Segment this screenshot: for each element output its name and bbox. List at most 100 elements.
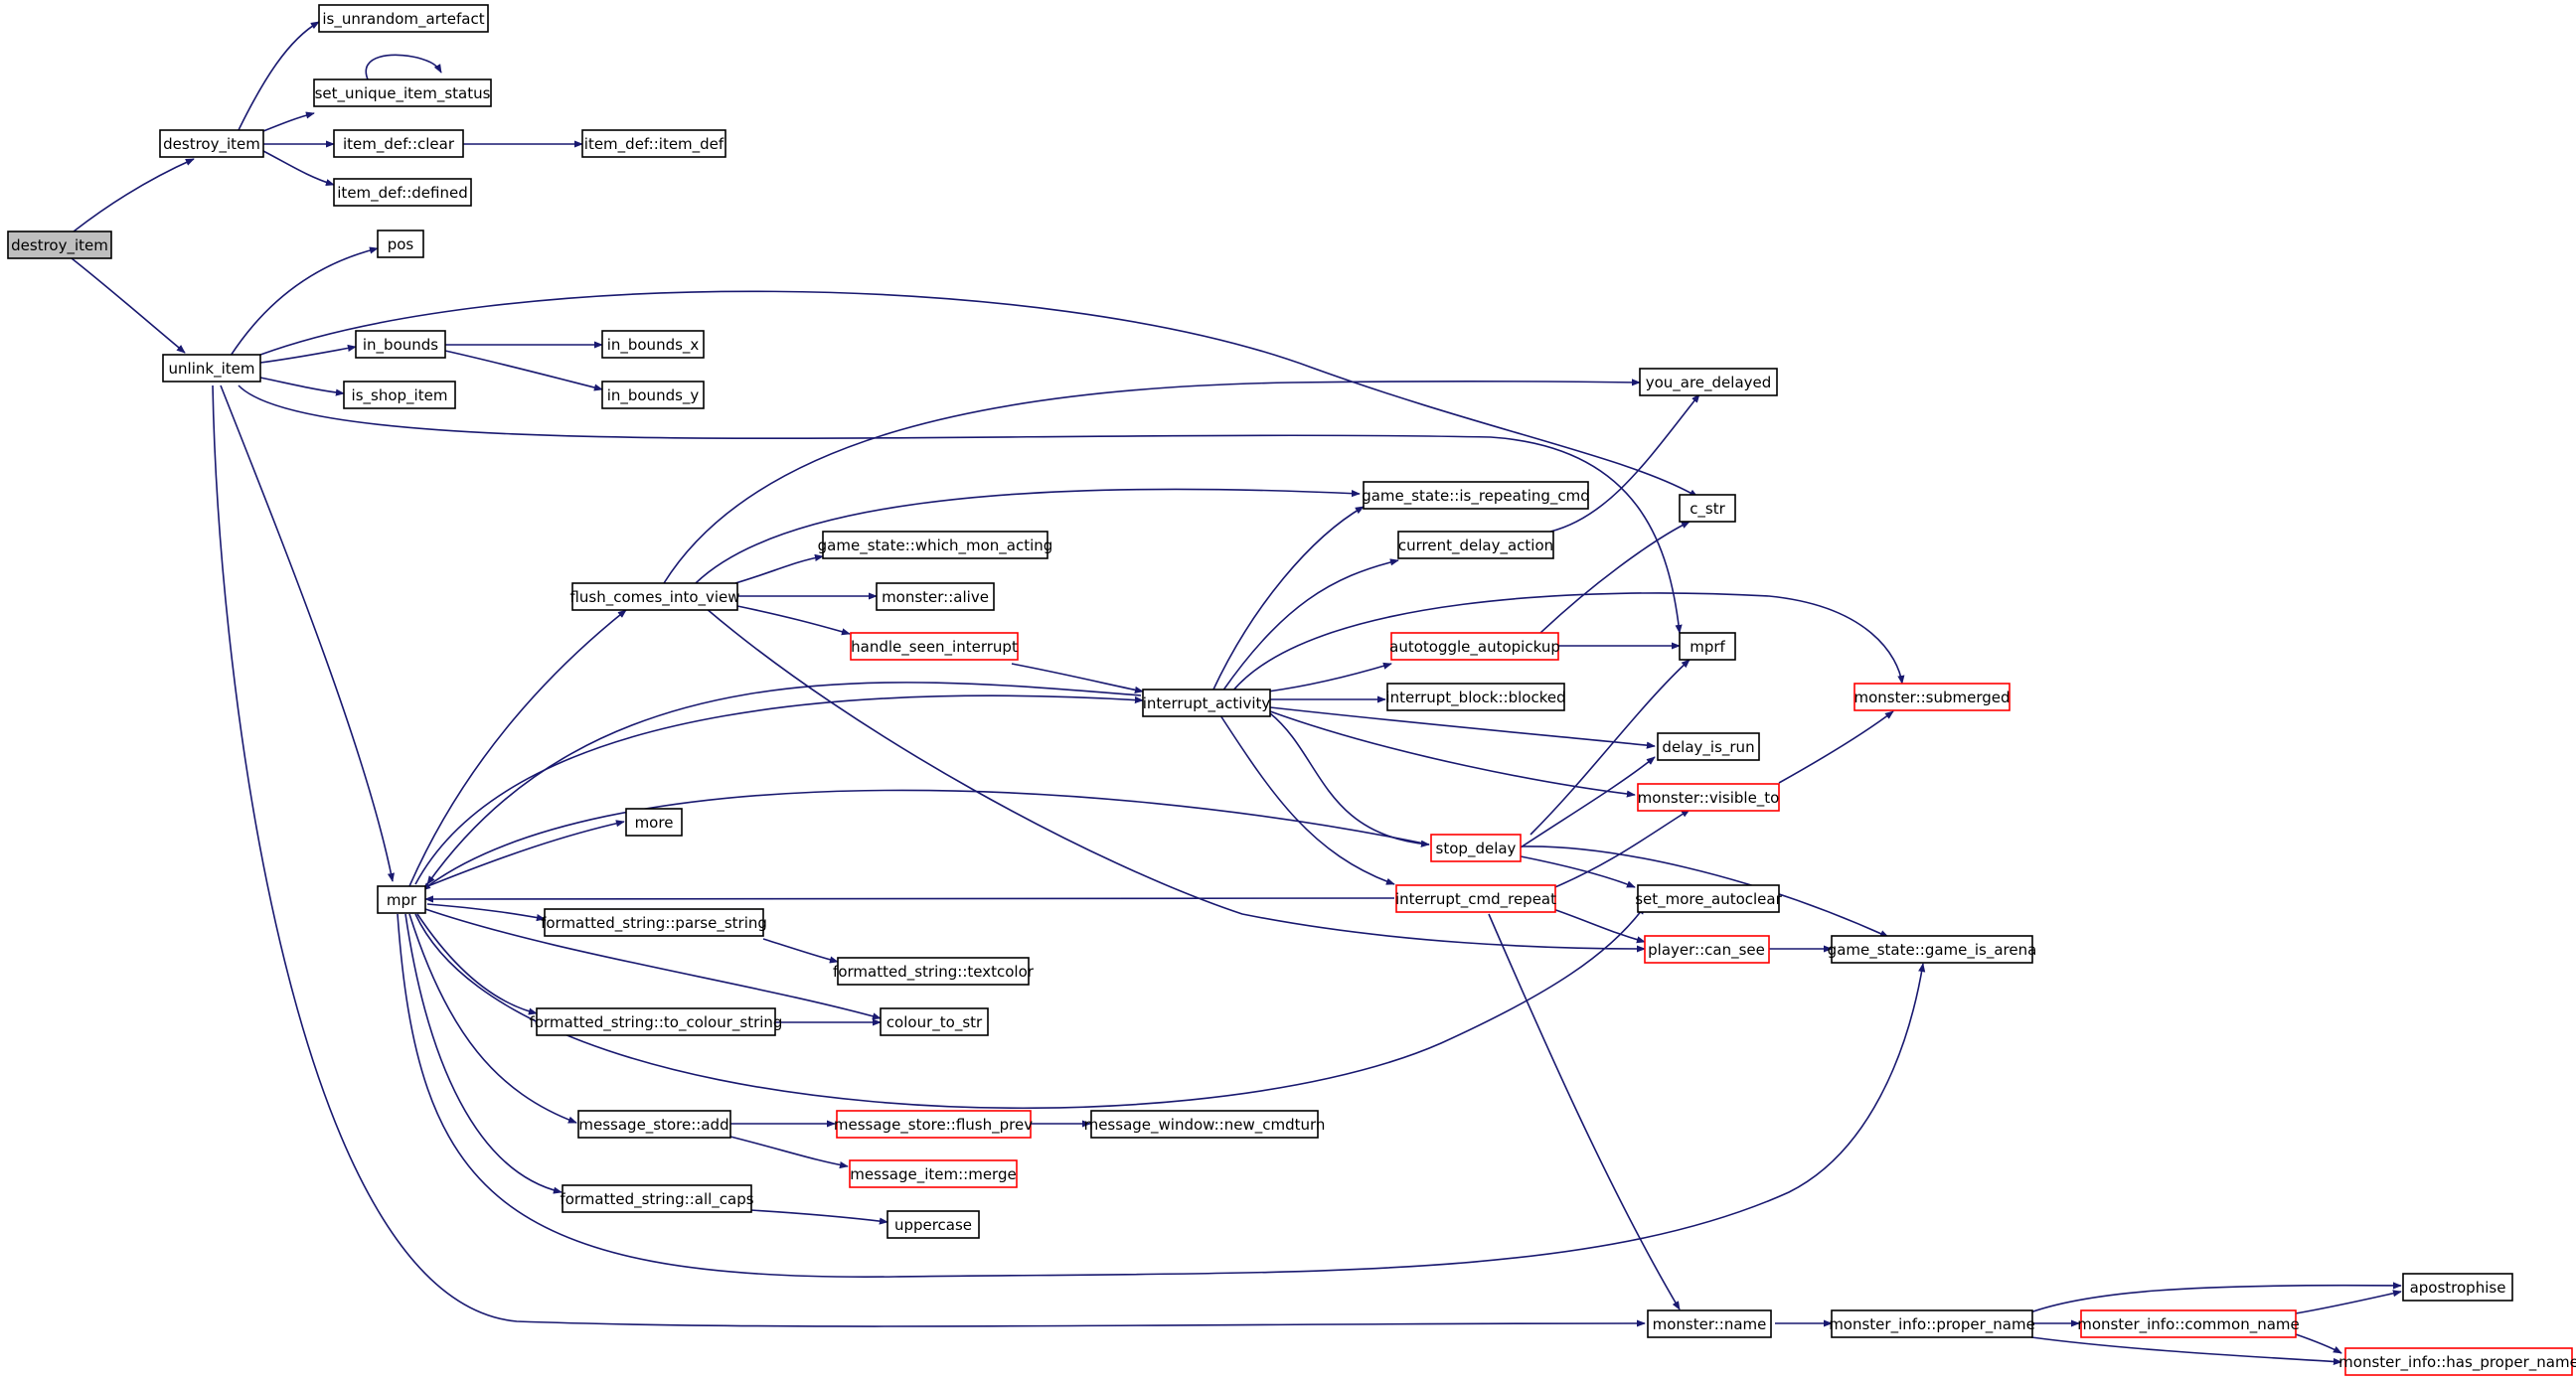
node-mpr[interactable]: mpr [377,885,426,914]
node-destroy-item-root[interactable]: destroy_item [7,230,112,259]
node-monster-name[interactable]: monster::name [1647,1309,1772,1338]
node-monster-submerged[interactable]: monster::submerged [1853,683,2011,711]
node-more[interactable]: more [625,808,683,837]
node-label: game_state::is_repeating_cmd [1362,487,1590,506]
node-label: interrupt_cmd_repeat [1395,890,1556,909]
node-game-is-arena[interactable]: game_state::game_is_arena [1828,935,2037,964]
edge-unlink_item-to-in_bounds [259,344,357,364]
node-label: in_bounds_x [607,336,700,355]
edge-mpr-to-interrupt_activity [414,694,1144,885]
node-autotoggle-autopickup[interactable]: autotoggle_autopickup [1389,632,1560,661]
node-handle-seen-interrupt[interactable]: handle_seen_interrupt [850,632,1019,661]
node-uppercase[interactable]: uppercase [886,1210,980,1239]
node-label: monster::submerged [1853,689,2010,706]
node-item-def-defined[interactable]: item_def::defined [333,178,472,207]
edge-handle_seen_interrupt-to-interrupt_activity [1011,663,1144,693]
edge-unlink_item-to-c_str [259,290,1698,498]
edge-stop_delay-to-mprf [1530,659,1690,836]
edge-in_bounds-to-in_bounds_y [444,350,603,391]
node-pos[interactable]: pos [377,230,424,258]
node-label: monster::name [1653,1315,1767,1333]
node-label: formatted_string::parse_string [541,914,767,933]
node-label: monster_info::has_proper_name [2338,1353,2576,1372]
node-mprf[interactable]: mprf [1679,632,1736,661]
node-in-bounds[interactable]: in_bounds [355,330,446,359]
edge-common_name-to-apostrophise [2295,1290,2402,1314]
edge-stop_delay-to-delay_is_run [1520,756,1656,848]
node-stop-delay[interactable]: stop_delay [1430,834,1522,862]
node-message-store-add[interactable]: message_store::add [577,1110,731,1139]
node-set-more-autoclear[interactable]: set_more_autoclear [1635,884,1783,913]
node-current-delay-action[interactable]: current_delay_action [1397,531,1554,559]
edge-stop_delay-to-set_more_autoclear [1520,855,1636,888]
node-c-str[interactable]: c_str [1679,494,1736,523]
node-label: destroy_item [163,135,260,154]
node-label: delay_is_run [1662,738,1754,757]
edge-destroy_item-to-unlink_item [71,257,186,354]
node-label: more [635,814,674,832]
edges [71,21,2402,1366]
node-unlink-item[interactable]: unlink_item [162,354,261,383]
node-flush-comes-into-view[interactable]: flush_comes_into_view [569,582,740,611]
node-proper-name[interactable]: monster_info::proper_name [1829,1309,2035,1338]
edge-interrupt_activity-to-delay_is_run [1269,706,1656,749]
node-label: current_delay_action [1398,537,1553,555]
node-parse-string[interactable]: formatted_string::parse_string [541,908,767,937]
node-label: message_item::merge [850,1165,1016,1184]
node-label: stop_delay [1436,840,1517,858]
edge-flush_comes_into_view-to-player_can_see [705,607,1646,953]
node-is-repeating-cmd[interactable]: game_state::is_repeating_cmd [1362,481,1590,510]
node-label: game_state::which_mon_acting [818,537,1053,555]
node-new-cmdturn[interactable]: message_window::new_cmdturn [1084,1110,1326,1139]
edge-mpr-to-parse_string [426,903,546,922]
node-delay-is-run[interactable]: delay_is_run [1657,732,1760,761]
edge-autotoggle_autopickup-to-c_str [1539,521,1690,634]
node-item-def-clear[interactable]: item_def::clear [333,129,464,158]
node-has-proper-name[interactable]: monster_info::has_proper_name [2338,1347,2576,1376]
edge-interrupt_activity-to-monster_visible_to [1269,710,1636,798]
node-item-def-item-def[interactable]: item_def::item_def [581,129,726,158]
node-label: formatted_string::textcolor [833,963,1035,982]
node-interrupt-activity[interactable]: interrupt_activity [1142,689,1271,717]
edge-stop_delay-to-game_is_arena [1520,845,1889,938]
edge-unlink_item-to-monster_name [212,384,1646,1327]
node-which-mon-acting[interactable]: game_state::which_mon_acting [818,531,1053,559]
node-in-bounds-y[interactable]: in_bounds_y [601,381,705,409]
node-interrupt-cmd-repeat[interactable]: interrupt_cmd_repeat [1395,884,1556,913]
edge-proper_name-to-apostrophise [2026,1282,2402,1314]
node-apostrophise[interactable]: apostrophise [2402,1273,2513,1302]
node-label: monster::alive [882,588,989,606]
node-label: player::can_see [1648,941,1765,960]
node-message-item-merge[interactable]: message_item::merge [849,1159,1018,1188]
edge-mpr-to-colour_to_str [424,908,882,1020]
node-label: formatted_string::to_colour_string [530,1013,783,1032]
node-set-unique-item-status[interactable]: set_unique_item_status [313,78,492,107]
edge-mpr-to-message_store_add [408,913,577,1124]
node-in-bounds-x[interactable]: in_bounds_x [601,330,705,359]
node-is-shop-item[interactable]: is_shop_item [343,381,456,409]
node-you-are-delayed[interactable]: you_are_delayed [1639,368,1778,396]
node-player-can-see[interactable]: player::can_see [1644,935,1770,964]
node-label: formatted_string::all_caps [560,1190,753,1209]
edge-mpr-to-to_colour_string [416,913,538,1015]
edge-mpr-to-flush_comes_into_view [408,609,627,887]
node-all-caps[interactable]: formatted_string::all_caps [560,1184,754,1213]
node-to-colour-string[interactable]: formatted_string::to_colour_string [530,1007,783,1036]
node-label: item_def::clear [343,135,455,154]
nodes: destroy_item destroy_item unlink_item is… [7,4,2576,1376]
node-label: monster_info::common_name [2077,1315,2300,1334]
node-destroy-item[interactable]: destroy_item [159,129,264,158]
node-message-store-flush-prev[interactable]: message_store::flush_prev [834,1110,1033,1139]
node-common-name[interactable]: monster_info::common_name [2077,1309,2300,1338]
node-label: pos [388,235,414,253]
node-is-unrandom-artefact[interactable]: is_unrandom_artefact [318,4,489,33]
edge-interrupt_activity-to-interrupt_cmd_repeat [1219,714,1395,885]
node-colour-to-str[interactable]: colour_to_str [880,1007,989,1036]
edge-monster_visible_to-to-monster_submerged [1778,710,1894,784]
node-label: interrupt_block::blocked [1385,689,1565,707]
edge-destroy_item-to-set_unique_item_status [262,111,315,132]
node-monster-visible-to[interactable]: monster::visible_to [1637,783,1780,812]
node-textcolor[interactable]: formatted_string::textcolor [833,957,1035,986]
node-interrupt-block-blocked[interactable]: interrupt_block::blocked [1385,683,1566,711]
node-monster-alive[interactable]: monster::alive [876,582,995,611]
